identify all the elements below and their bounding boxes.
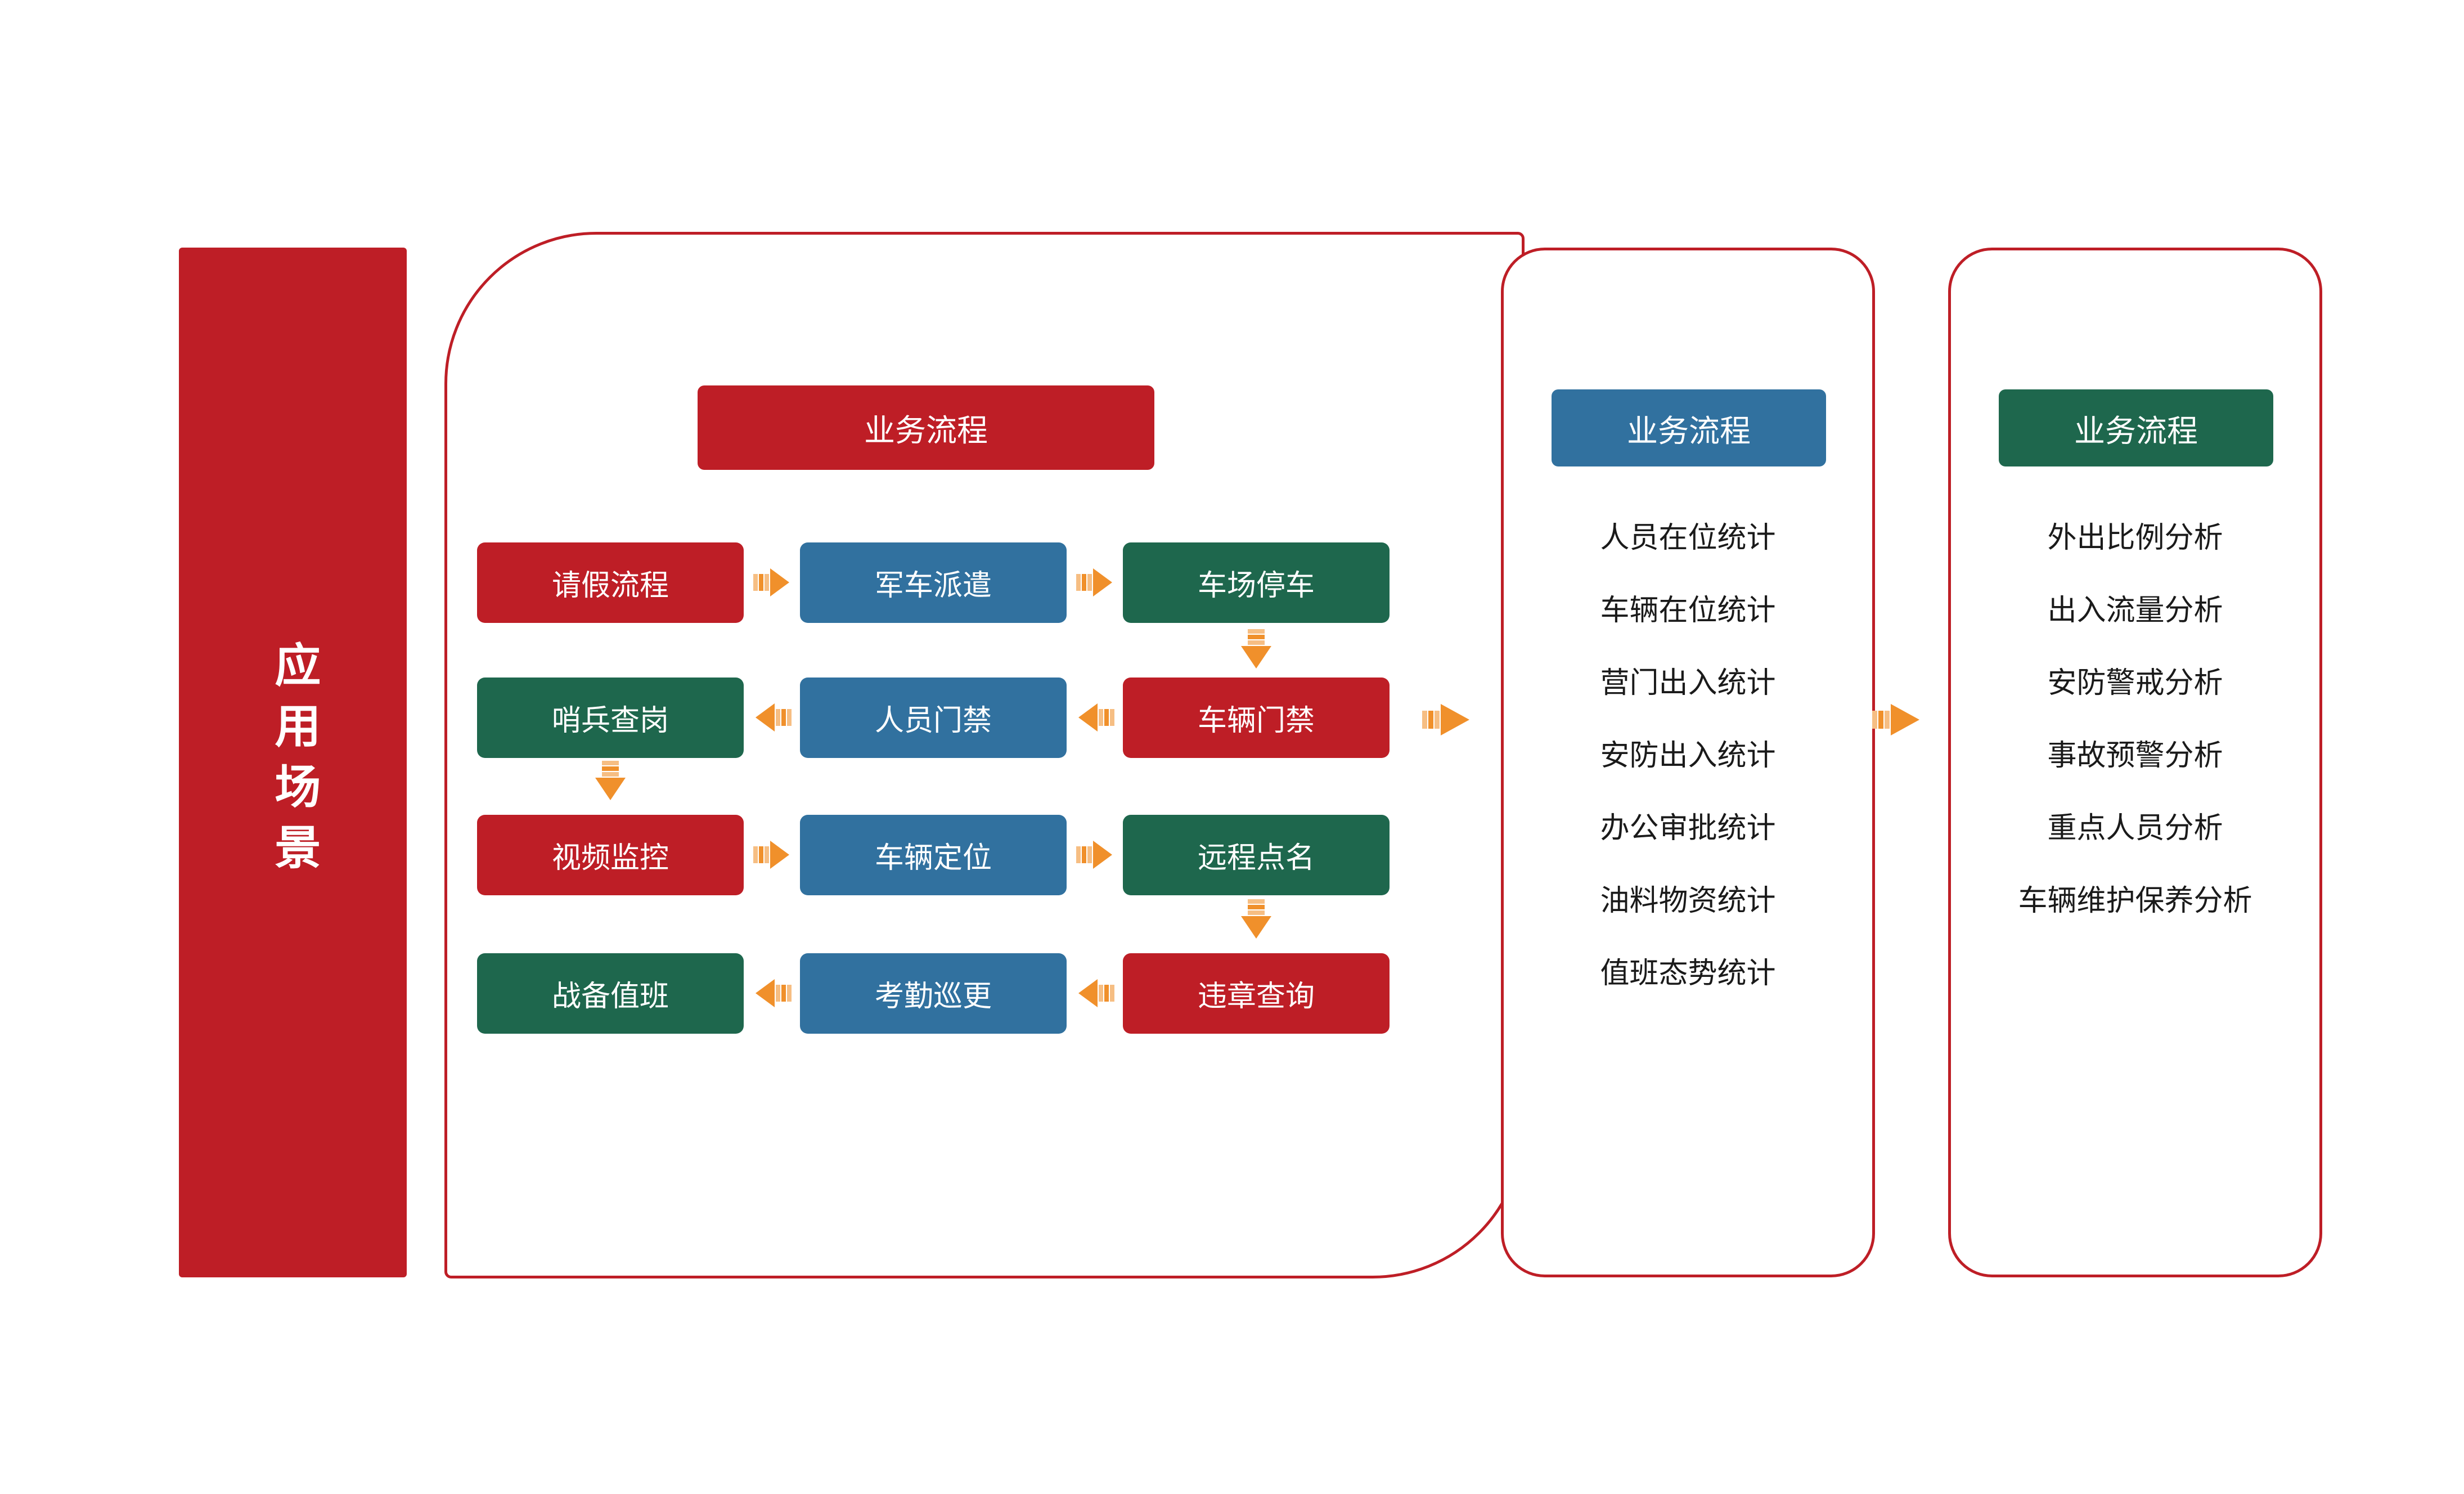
process-box-yuancheng-dianming[interactable]: 远程点名 <box>1123 815 1390 895</box>
analysis-panel-header: 业务流程 <box>1999 389 2273 466</box>
process-box-shaobing-chagang[interactable]: 哨兵查岗 <box>477 678 744 758</box>
analysis-panel-header-label: 业务流程 <box>2074 413 2198 448</box>
arrow-left-icon <box>753 975 792 1012</box>
process-panel-header: 业务流程 <box>698 385 1154 470</box>
process-box-kaoqin-xungeng[interactable]: 考勤巡更 <box>800 953 1067 1034</box>
process-box-label: 视频监控 <box>551 842 669 874</box>
process-box-junche-paiqian[interactable]: 军车派遣 <box>800 542 1067 623</box>
arrow-right-icon <box>1076 836 1114 873</box>
process-box-label: 车辆定位 <box>874 842 992 874</box>
analysis-list-item[interactable]: 外出比例分析 <box>2047 522 2223 554</box>
statistics-panel-header: 业务流程 <box>1552 389 1826 466</box>
process-box-label: 考勤巡更 <box>874 980 992 1013</box>
statistics-list-item[interactable]: 安防出入统计 <box>1600 739 1776 772</box>
arrow-left-icon <box>753 699 792 736</box>
process-box-chechang-tingche[interactable]: 车场停车 <box>1123 542 1390 623</box>
process-box-label: 战备值班 <box>551 980 669 1013</box>
process-box-label: 军车派遣 <box>874 569 992 602</box>
statistics-list-item[interactable]: 油料物资统计 <box>1600 885 1776 917</box>
process-box-label: 违章查询 <box>1197 980 1315 1013</box>
arrow-right-icon <box>1872 699 1923 740</box>
process-box-cheliang-dingwei[interactable]: 车辆定位 <box>800 815 1067 895</box>
process-box-label: 请假流程 <box>551 569 669 602</box>
process-box-renyuan-menjin[interactable]: 人员门禁 <box>800 678 1067 758</box>
process-box-label: 车场停车 <box>1197 569 1315 602</box>
arrow-right-icon <box>753 564 792 601</box>
statistics-list-item[interactable]: 值班态势统计 <box>1600 957 1776 990</box>
arrow-down-icon <box>1235 899 1277 945</box>
arrow-left-icon <box>1076 975 1114 1012</box>
arrow-down-icon <box>1235 629 1277 675</box>
analysis-list-item[interactable]: 重点人员分析 <box>2047 812 2223 845</box>
statistics-panel-header-label: 业务流程 <box>1626 413 1751 448</box>
arrow-left-icon <box>1076 699 1114 736</box>
process-panel-header-label: 业务流程 <box>864 413 988 448</box>
analysis-list-item[interactable]: 安防警戒分析 <box>2047 667 2223 699</box>
arrow-right-icon <box>753 836 792 873</box>
arrow-right-icon <box>1422 699 1473 740</box>
arrow-right-icon <box>1076 564 1114 601</box>
process-box-qingjia-liucheng[interactable]: 请假流程 <box>477 542 744 623</box>
process-box-label: 车辆门禁 <box>1197 705 1315 737</box>
process-box-zhanbei-zhiban[interactable]: 战备值班 <box>477 953 744 1034</box>
statistics-list-item[interactable]: 营门出入统计 <box>1600 667 1776 699</box>
process-box-label: 人员门禁 <box>874 705 992 737</box>
statistics-list-item[interactable]: 办公审批统计 <box>1600 812 1776 845</box>
process-box-shipin-jiankong[interactable]: 视频监控 <box>477 815 744 895</box>
process-box-label: 远程点名 <box>1197 842 1315 874</box>
application-scenario-banner: 应用场景 <box>179 248 407 1277</box>
arrow-down-icon <box>590 761 631 807</box>
analysis-list-item[interactable]: 车辆维护保养分析 <box>2018 885 2252 917</box>
process-box-weizhang-chaxun[interactable]: 违章查询 <box>1123 953 1390 1034</box>
statistics-list-item[interactable]: 车辆在位统计 <box>1600 594 1776 627</box>
process-box-cheliang-menjin[interactable]: 车辆门禁 <box>1123 678 1390 758</box>
analysis-list-item[interactable]: 出入流量分析 <box>2047 594 2223 627</box>
analysis-list-item[interactable]: 事故预警分析 <box>2047 739 2223 772</box>
statistics-list-item[interactable]: 人员在位统计 <box>1600 522 1776 554</box>
process-box-label: 哨兵查岗 <box>551 705 669 737</box>
application-scenario-label: 应用场景 <box>267 641 319 884</box>
